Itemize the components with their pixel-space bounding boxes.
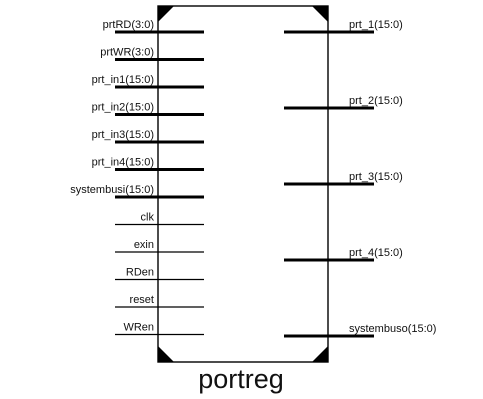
- input-pin-label: prt_in4(15:0): [92, 157, 154, 169]
- output-pins: prt_1(15:0) prt_2(15:0) prt_3(15:0) prt_4(1…: [284, 19, 436, 338]
- output-pin: prt_4(15:0): [284, 247, 403, 262]
- input-pin-label: prtRD(3:0): [103, 19, 154, 31]
- input-pin-label: reset: [130, 294, 154, 306]
- output-pin: prt_2(15:0): [284, 95, 403, 110]
- input-pin: clk: [115, 212, 204, 226]
- input-pin-label: WRen: [123, 322, 154, 334]
- input-pin-label: prtWR(3:0): [100, 47, 154, 59]
- input-pin-label: exin: [134, 239, 154, 251]
- output-pin-label: prt_2(15:0): [349, 95, 403, 107]
- input-pin-label: RDen: [126, 267, 154, 279]
- input-pin: reset: [115, 294, 204, 308]
- input-pin: RDen: [115, 267, 204, 281]
- output-pin: prt_3(15:0): [284, 171, 403, 186]
- input-pin: prt_in3(15:0): [92, 129, 204, 144]
- input-pin: prt_in2(15:0): [92, 102, 204, 116]
- output-pin-label: prt_3(15:0): [349, 171, 403, 183]
- corner-notch-top-left: [158, 6, 174, 22]
- corner-notch-bottom-left: [158, 346, 174, 362]
- input-pin-label: prt_in1(15:0): [92, 74, 154, 86]
- input-pin: prtRD(3:0): [103, 19, 204, 34]
- input-pins: prtRD(3:0) prtWR(3:0) prt_in1(15:0) prt_in2…: [70, 19, 204, 336]
- input-pin: prt_in4(15:0): [92, 157, 204, 171]
- output-pin: systembuso(15:0): [284, 323, 436, 338]
- corner-notch-bottom-right: [312, 346, 328, 362]
- output-pin-label: prt_4(15:0): [349, 247, 403, 259]
- input-pin: prt_in1(15:0): [92, 74, 204, 89]
- input-pin-label: clk: [141, 212, 155, 224]
- input-pin: systembusi(15:0): [70, 184, 204, 199]
- component-name-label: portreg: [198, 364, 284, 394]
- corner-notch-top-right: [312, 6, 328, 22]
- input-pin-label: prt_in3(15:0): [92, 129, 154, 141]
- input-pin-label: prt_in2(15:0): [92, 102, 154, 114]
- input-pin: prtWR(3:0): [100, 47, 204, 61]
- input-pin: exin: [115, 239, 204, 253]
- input-pin-label: systembusi(15:0): [70, 184, 154, 196]
- output-pin: prt_1(15:0): [284, 19, 403, 34]
- output-pin-label: systembuso(15:0): [349, 323, 436, 335]
- output-pin-label: prt_1(15:0): [349, 19, 403, 31]
- input-pin: WRen: [115, 322, 204, 336]
